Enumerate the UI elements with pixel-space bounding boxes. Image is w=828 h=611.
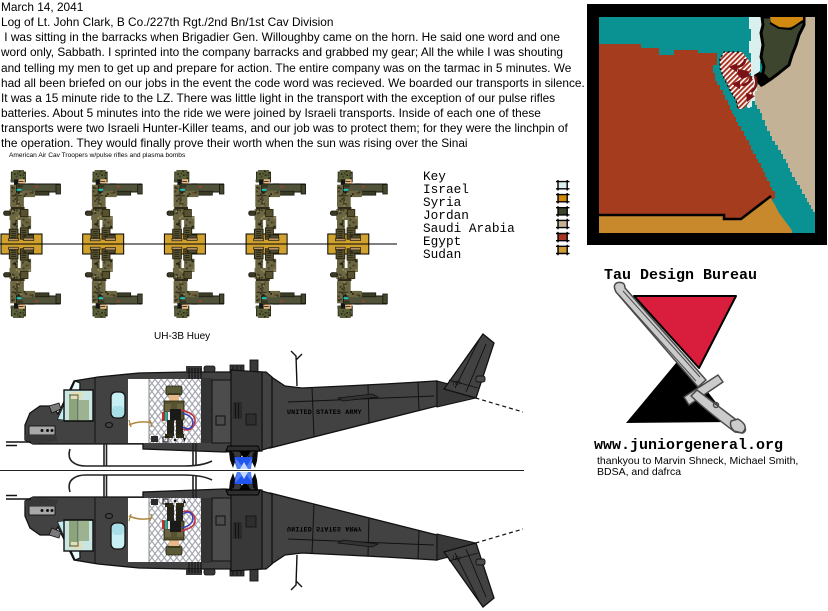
svg-text:UNITED STATES ARMY: UNITED STATES ARMY <box>287 525 362 532</box>
svg-text:UNITED STATES ARMY: UNITED STATES ARMY <box>287 409 362 416</box>
